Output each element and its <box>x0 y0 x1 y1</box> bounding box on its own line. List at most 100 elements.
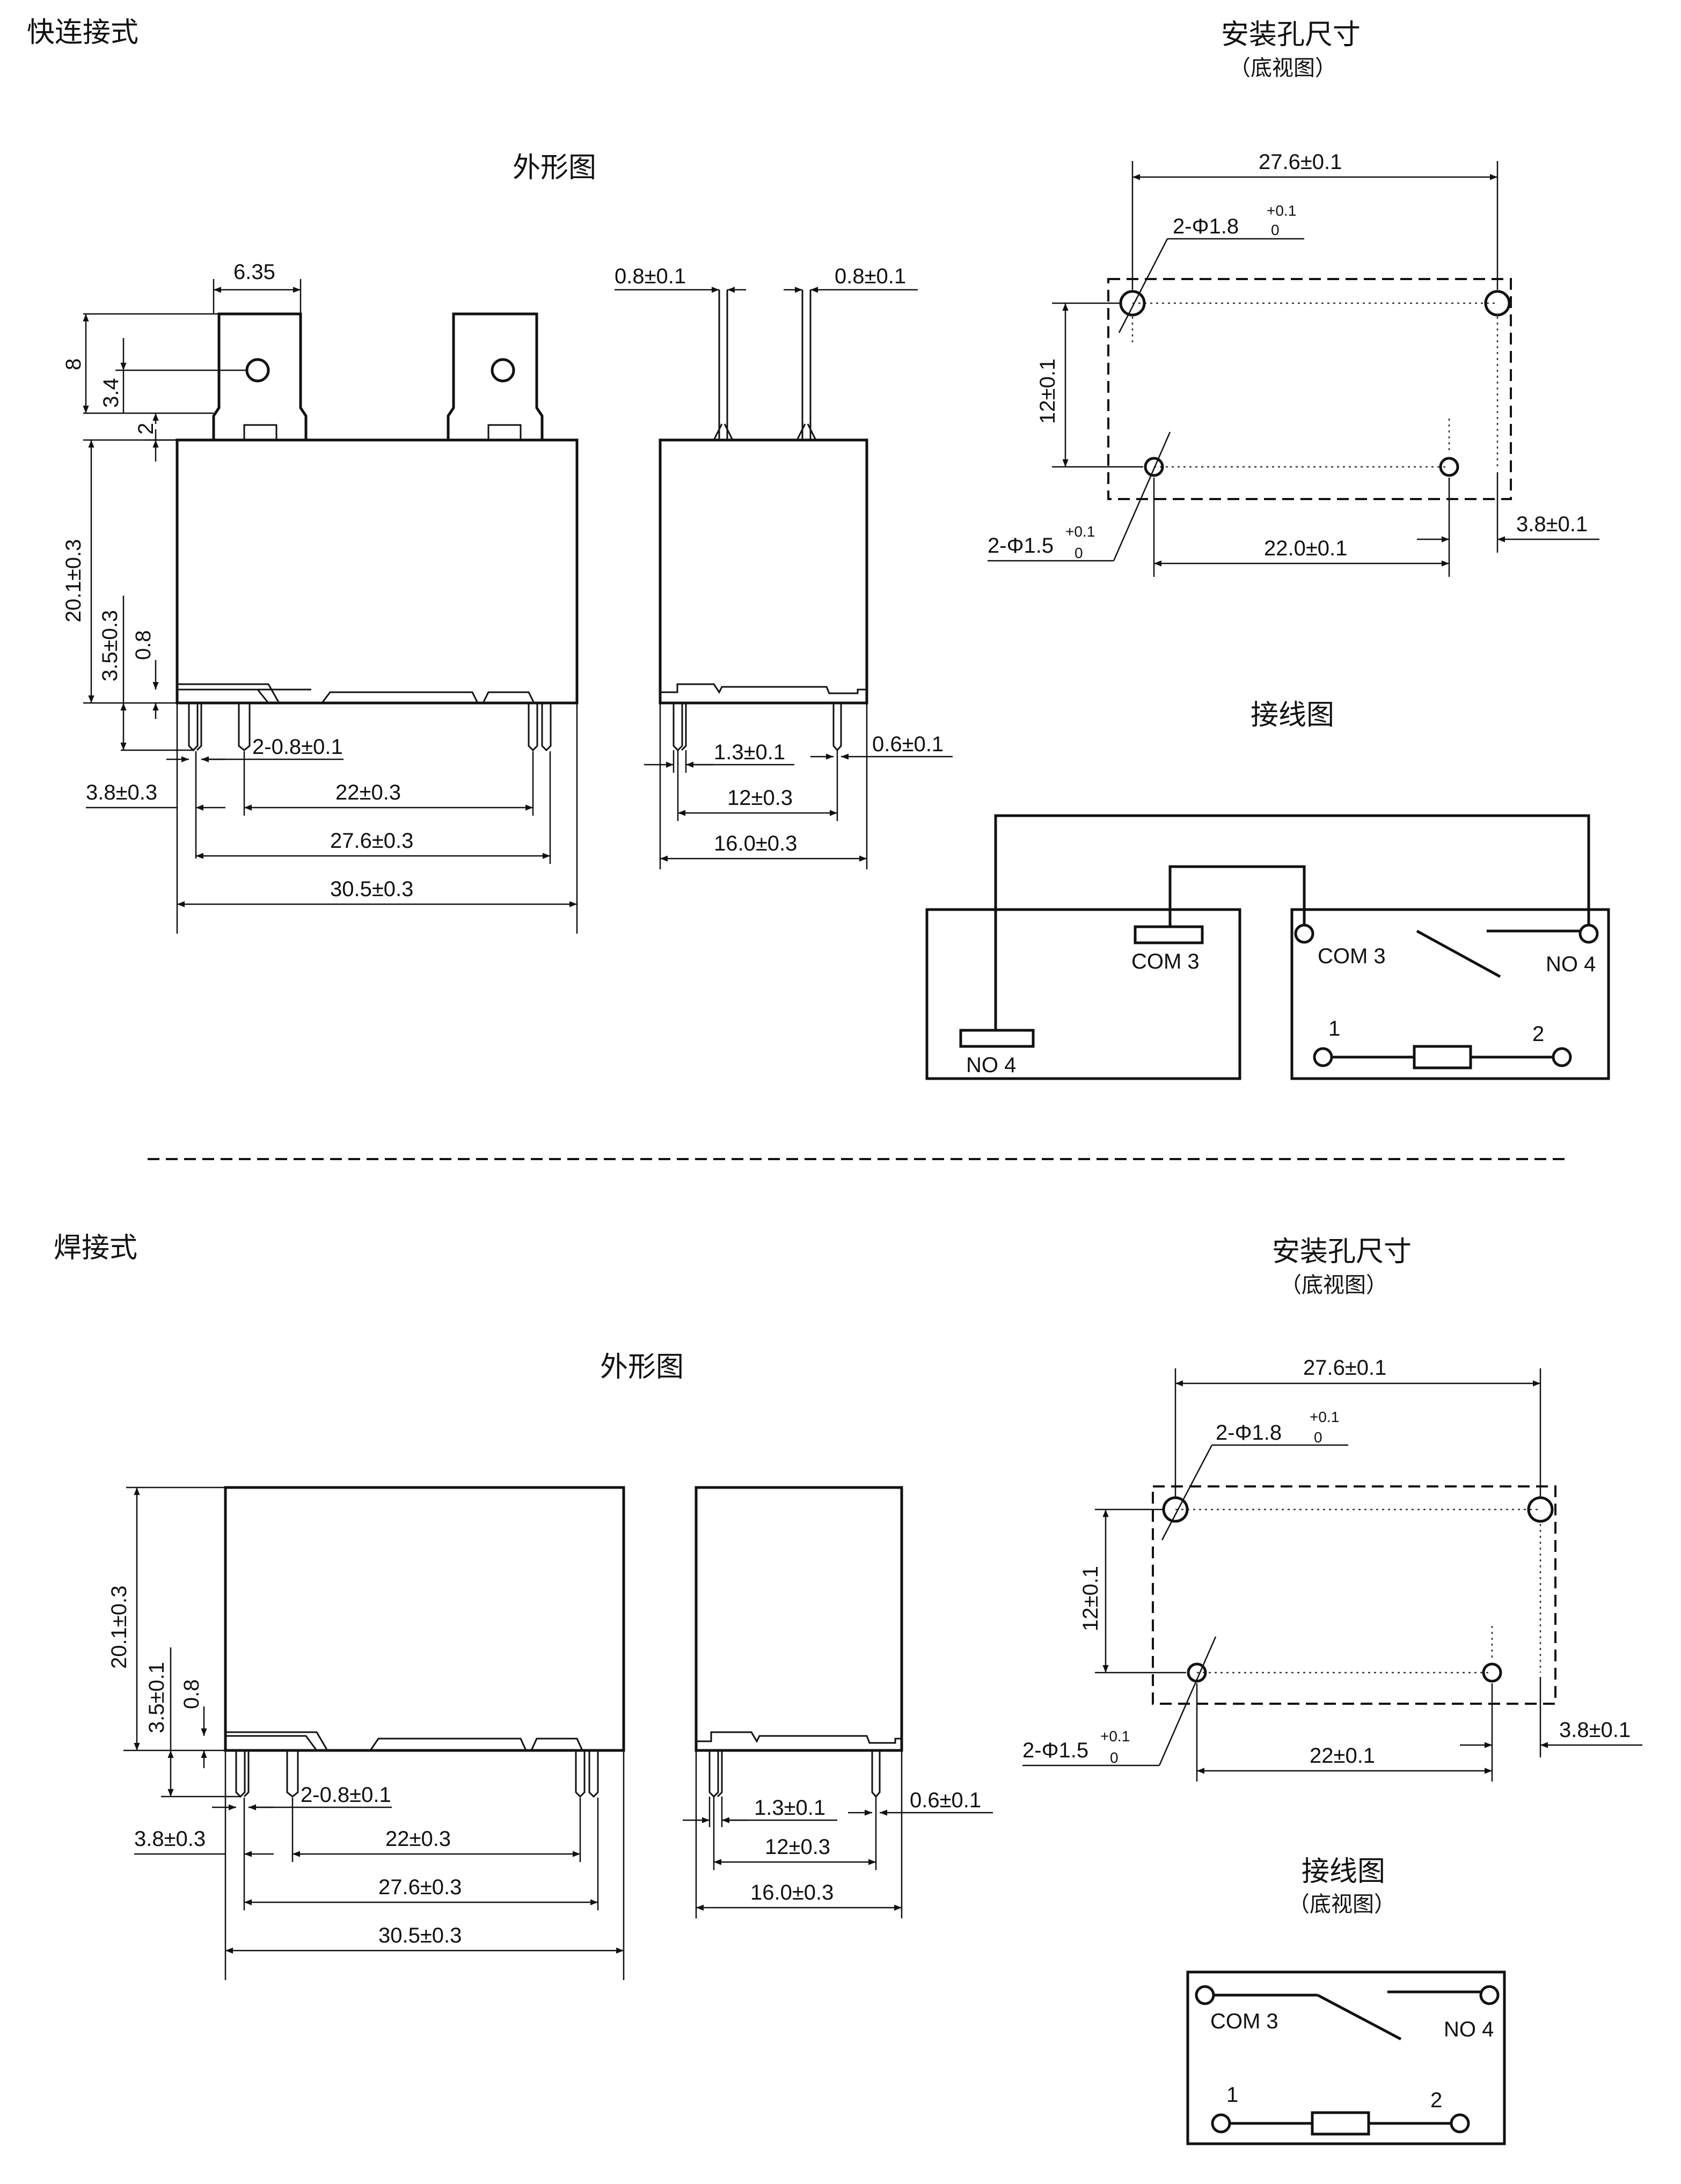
dim-tab-width: 6.35 <box>233 260 275 284</box>
quick-mount-title: 安装孔尺寸 <box>1221 19 1361 51</box>
solder-coil-label-2: 2 <box>1430 2088 1442 2112</box>
solder-hole-1-5-right <box>1482 1662 1502 1683</box>
solder-wiring-subtitle: （底视图） <box>1288 1892 1395 1917</box>
quick-outline-title: 外形图 <box>513 152 596 184</box>
solder-front-view <box>224 1486 625 1798</box>
solder-outline-title: 外形图 <box>600 1351 684 1383</box>
quick-no-tab <box>959 1029 1035 1048</box>
solder-mount-hole-1-8-tol-up: +0.1 <box>1310 1409 1339 1425</box>
quick-coil-label-1: 1 <box>1328 1017 1340 1040</box>
solder-mount-hole-1-5: 2-Φ1.5 <box>1022 1739 1088 1762</box>
dim-height-2: 2 <box>134 423 158 435</box>
solder-mount-outline <box>1152 1485 1556 1705</box>
dim-span-27-6: 27.6±0.3 <box>330 829 413 853</box>
solder-wiring-title: 接线图 <box>1302 1856 1385 1888</box>
solder-front-body <box>224 1486 625 1752</box>
solder-no-label: NO 4 <box>1444 2018 1494 2041</box>
quick-tab-right <box>447 312 544 440</box>
solder-mount-hole-1-8-tol-dn: 0 <box>1314 1429 1322 1446</box>
quick-coil-terminal-2 <box>1552 1047 1572 1067</box>
quick-mount-hole-1-5: 2-Φ1.5 <box>988 534 1054 558</box>
quick-wiring-diagram: COM 3 NO 4 COM 3 NO 4 1 2 <box>925 814 1610 1080</box>
solder-coil-terminal-1 <box>1211 2113 1231 2134</box>
quick-coil-terminal-1 <box>1313 1047 1333 1067</box>
quick-wiring-housing-left <box>925 908 1241 1080</box>
quick-terminal-no <box>1578 924 1599 944</box>
dim-body-height: 20.1±0.3 <box>62 539 85 622</box>
dim-side-12: 12±0.3 <box>727 786 793 810</box>
quick-coil-label-2: 2 <box>1532 1022 1544 1046</box>
solder-front-dims: 20.1±0.3 3.5±0.1 0.8 2-0.8±0.1 3.8±0.3 2… <box>107 1486 625 1980</box>
quick-mount-hole-1-5-tol-up: +0.1 <box>1065 523 1095 540</box>
solder-mount-dim-22: 22±0.1 <box>1310 1744 1375 1768</box>
quick-tab-hole-left <box>245 358 270 383</box>
quick-mount-dim-3-8: 3.8±0.1 <box>1516 512 1588 536</box>
quick-side-tab-right <box>796 290 817 441</box>
quick-wiring-housing-right <box>1290 908 1610 1080</box>
dim-tab-thick-1: 0.8±0.1 <box>615 265 686 288</box>
solder-mount-hole-1-5-tol-dn: 0 <box>1110 1749 1119 1766</box>
solder-side-dims: 1.3±0.1 0.6±0.1 12±0.3 16.0±0.3 <box>683 1750 993 1918</box>
dim-height-3-4: 3.4 <box>99 378 123 408</box>
quick-no-tab-label: NO 4 <box>966 1053 1016 1077</box>
quick-front-body <box>176 438 579 705</box>
quick-wire-com <box>1168 865 1306 927</box>
solder-dim-pin-0-8: 0.8 <box>180 1679 203 1709</box>
solder-com-label: COM 3 <box>1210 2010 1278 2033</box>
quick-no-label: NO 4 <box>1546 952 1596 976</box>
dim-height-8: 8 <box>62 358 85 370</box>
quick-mount-hole-1-8-tol-up: +0.1 <box>1267 202 1296 219</box>
quick-connect-heading: 快连接式 <box>27 17 138 49</box>
quick-wiring-title: 接线图 <box>1251 699 1334 731</box>
solder-heading: 焊接式 <box>54 1232 137 1264</box>
solder-dim-side-16: 16.0±0.3 <box>750 1881 834 1904</box>
quick-mount-outline <box>1107 278 1512 500</box>
quick-side-body <box>659 438 868 705</box>
dim-span-30-5: 30.5±0.3 <box>330 877 413 901</box>
quick-hole-1-5-right <box>1439 457 1459 477</box>
dim-side-16: 16.0±0.3 <box>714 832 797 855</box>
solder-terminal-com <box>1195 1985 1215 2005</box>
solder-dim-span-22: 22±0.3 <box>385 1827 451 1851</box>
quick-com-tab-label: COM 3 <box>1131 950 1200 973</box>
quick-mount-hole-1-8: 2-Φ1.8 <box>1173 215 1239 238</box>
dim-pin-3-5: 3.5±0.3 <box>98 610 122 681</box>
dim-tab-thick-2: 0.8±0.1 <box>835 265 906 288</box>
dim-pin-0-8: 0.8 <box>131 630 155 660</box>
quick-mount-diagram: 27.6±0.1 2-Φ1.8 +0.1 0 12±0.1 2-Φ1.5 +0.… <box>988 150 1599 577</box>
dim-side-1-3: 1.3±0.1 <box>714 741 785 764</box>
solder-coil-terminal-2 <box>1450 2113 1470 2134</box>
solder-dim-side-12: 12±0.3 <box>765 1835 830 1859</box>
quick-terminal-com <box>1294 924 1314 944</box>
quick-tab-hole-right <box>491 358 515 383</box>
solder-hole-1-8-right <box>1527 1496 1554 1523</box>
solder-mount-hole-1-5-tol-up: +0.1 <box>1100 1728 1130 1745</box>
quick-side-tab-left <box>713 290 734 441</box>
quick-com-tab <box>1134 925 1204 944</box>
solder-mount-diagram: 27.6±0.1 2-Φ1.8 +0.1 0 12±0.1 2-Φ1.5 +0.… <box>1022 1356 1642 1782</box>
quick-side-dims: 0.8±0.1 0.8±0.1 1.3±0.1 0.6±0.1 12±0.3 1… <box>615 265 953 869</box>
quick-front-pins <box>188 703 552 752</box>
quick-hole-1-8-right <box>1484 290 1511 317</box>
quick-mount-dim-22: 22.0±0.1 <box>1264 537 1347 560</box>
solder-coil <box>1311 2111 1370 2136</box>
quick-mount-hole-1-5-tol-dn: 0 <box>1075 545 1083 561</box>
quick-hole-1-5-left <box>1144 457 1164 477</box>
quick-wire-no <box>994 814 1590 1030</box>
quick-side-view <box>659 290 868 752</box>
quick-front-view <box>176 312 579 752</box>
quick-mount-dim-12: 12±0.1 <box>1036 358 1059 424</box>
solder-wiring-diagram: COM 3 NO 4 1 2 <box>1186 1970 1506 2145</box>
quick-mount-subtitle: （底视图） <box>1229 56 1336 80</box>
solder-dim-body-height: 20.1±0.3 <box>107 1586 131 1669</box>
quick-tab-left <box>212 312 308 440</box>
solder-dim-side-1-3: 1.3±0.1 <box>754 1796 825 1820</box>
solder-terminal-no <box>1479 1985 1500 2005</box>
quick-mount-dim-27-6: 27.6±0.1 <box>1259 150 1342 174</box>
solder-wiring-housing <box>1186 1970 1506 2145</box>
solder-dim-pin-width: 2-0.8±0.1 <box>301 1783 391 1807</box>
solder-dim-pin-3-5: 3.5±0.1 <box>145 1662 169 1733</box>
dim-span-22: 22±0.3 <box>335 781 401 804</box>
solder-mount-hole-1-8: 2-Φ1.8 <box>1216 1421 1282 1445</box>
